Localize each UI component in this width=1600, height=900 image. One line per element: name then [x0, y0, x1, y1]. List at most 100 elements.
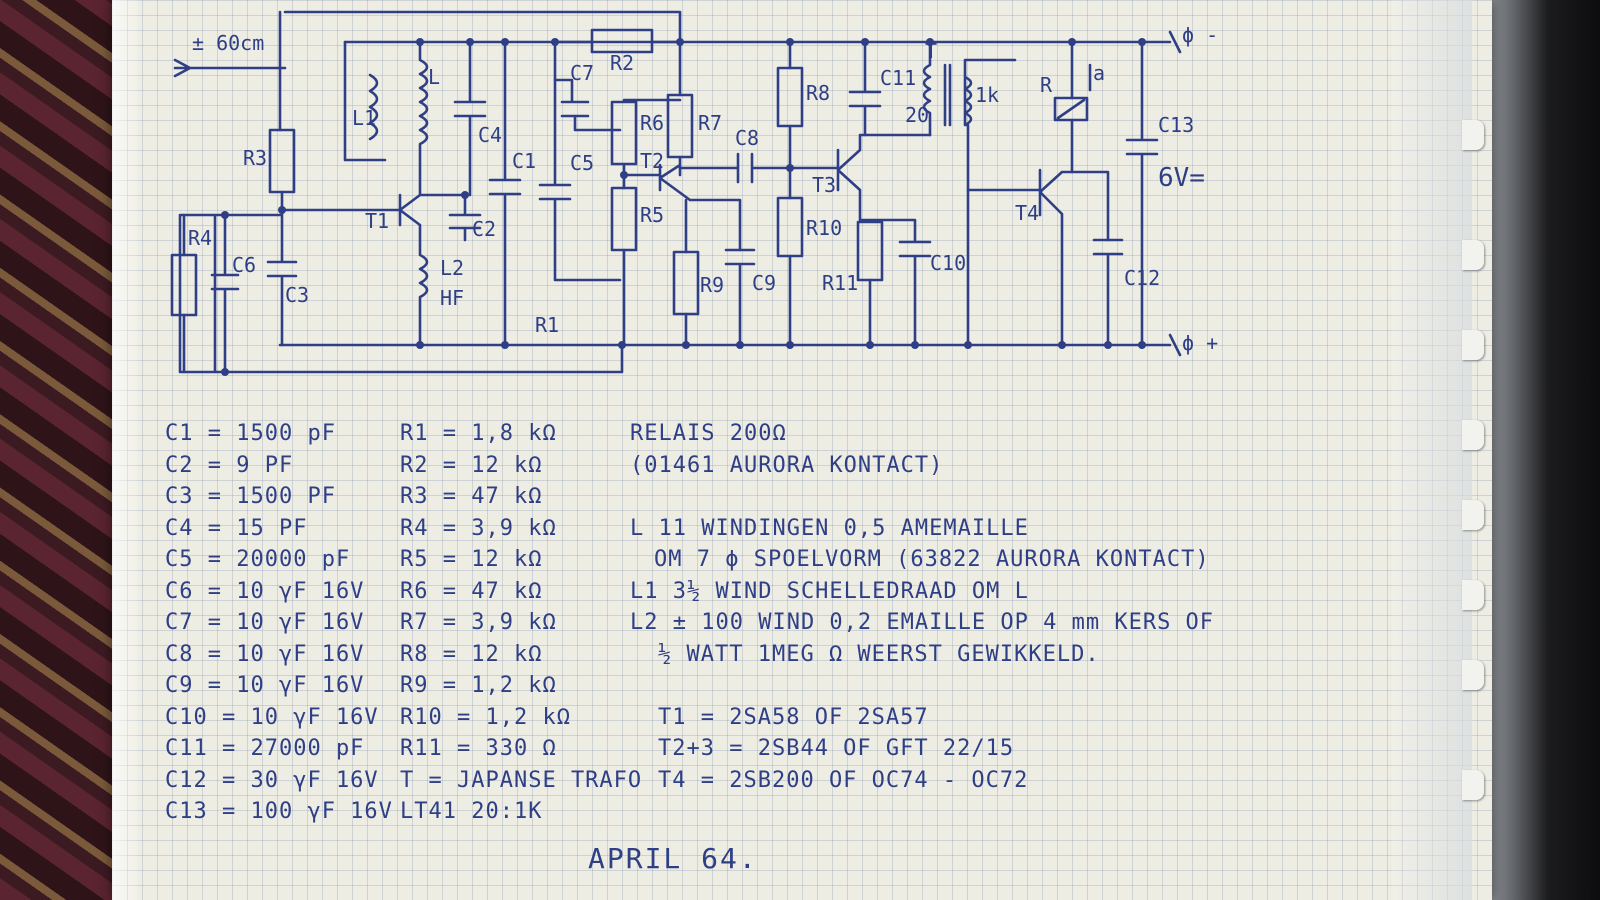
label-r: R: [1040, 73, 1053, 97]
label-r4: R4: [188, 226, 212, 250]
resistor-list: R1 = 1,8 kΩ R2 = 12 kΩ R3 = 47 kΩ R4 = 3…: [400, 418, 642, 828]
note-line: T1 = 2SA58 OF 2SA57: [658, 704, 929, 730]
circuit-schematic: ± 60cm ϕ - ϕ + 6V= 20 1k a L1 L L2 HF T …: [170, 10, 1218, 376]
label-r1: R1: [535, 313, 559, 337]
list-item: C11 = 27000 pF: [165, 736, 365, 761]
capacitor-list: C1 = 1500 pF C2 = 9 PF C3 = 1500 PF C4 =…: [165, 418, 393, 828]
antenna-wire: [173, 58, 287, 78]
binder-tab: [1462, 240, 1484, 270]
label-c10: C10: [930, 251, 966, 275]
note-line: L 11 WINDINGEN 0,5 AMEMAILLE: [630, 515, 1029, 541]
supply-plus-label: ϕ +: [1182, 331, 1218, 355]
label-c6: C6: [232, 253, 256, 277]
list-item: R7 = 3,9 kΩ: [400, 610, 557, 635]
capacitor-c6: [182, 213, 240, 374]
note-line: L1 3½ WIND SCHELLEDRAAD OM L: [630, 578, 1029, 604]
note-line: OM 7 ϕ SPOELVORM (63822 AURORA KONTACT): [654, 547, 1210, 572]
capacitor-c12: [1092, 238, 1124, 347]
label-c3: C3: [285, 283, 309, 307]
binder-tab: [1462, 120, 1484, 150]
label-t4: T4: [1015, 201, 1039, 225]
label-c13: C13: [1158, 113, 1194, 137]
list-item: R5 = 12 kΩ: [400, 547, 543, 572]
transformer-ratio-left: 20: [905, 103, 929, 127]
coil-l1: [343, 40, 387, 162]
list-item: R10 = 1,2 kΩ: [400, 704, 571, 730]
resistor-r4: [170, 253, 198, 317]
capacitor-c5: [538, 40, 622, 282]
label-r9: R9: [700, 273, 724, 297]
label-r5: R5: [640, 203, 664, 227]
binder-tab: [1462, 770, 1484, 800]
list-item: R9 = 1,2 kΩ: [400, 673, 557, 698]
binder-tab: [1462, 660, 1484, 690]
label-c1: C1: [512, 149, 536, 173]
note-line: [630, 670, 1214, 702]
list-item: C4 = 15 PF: [165, 515, 308, 541]
note-line: [630, 481, 1214, 513]
label-c9: C9: [752, 271, 776, 295]
label-l2: L2: [440, 256, 464, 280]
transistor-t3: [836, 133, 932, 242]
note-line: T4 = 2SB200 OF OC74 - OC72: [658, 767, 1029, 793]
resistor-r10: [776, 196, 804, 258]
label-r8: R8: [806, 81, 830, 105]
list-item: R2 = 12 kΩ: [400, 452, 543, 478]
plastic-sleeve-right-edge: [1392, 0, 1472, 900]
list-item: C5 = 20000 pF: [165, 547, 351, 572]
supply-terminals: [1168, 30, 1182, 357]
wire-base-t1: [266, 190, 402, 347]
label-r10: R10: [806, 216, 842, 240]
label-c8: C8: [735, 126, 759, 150]
c13-voltage-label: 6V=: [1158, 163, 1205, 193]
list-item: C13 = 100 γF 16V: [165, 799, 393, 824]
label-r3: R3: [243, 146, 267, 170]
resistor-r5: [610, 186, 638, 252]
capacitor-c1: [488, 40, 522, 347]
resistor-r11: [856, 220, 884, 282]
label-t1: T1: [365, 209, 389, 233]
plastic-sleeve-left-edge: [112, 0, 138, 900]
date-label: APRIL 64.: [588, 842, 758, 875]
background-fabric: [0, 0, 120, 900]
relay-contact-label: a: [1093, 61, 1105, 85]
list-item: R8 = 12 kΩ: [400, 641, 543, 667]
note-line: (01461 AURORA KONTACT): [630, 452, 944, 478]
bottom-rail: [178, 213, 1172, 374]
top-rail: [278, 10, 1172, 132]
label-r7: R7: [698, 111, 722, 135]
list-item: R6 = 47 kΩ: [400, 578, 543, 604]
label-c5: C5: [570, 151, 594, 175]
label-hf: HF: [440, 286, 464, 310]
label-c11: C11: [880, 66, 916, 90]
label-t2: T2: [640, 149, 664, 173]
list-item: C6 = 10 γF 16V: [165, 578, 365, 604]
list-item: T = JAPANSE TRAFO: [400, 767, 643, 793]
list-item: R1 = 1,8 kΩ: [400, 421, 557, 446]
capacitor-c4: [453, 40, 487, 197]
transformer-ratio-right: 1k: [975, 83, 999, 107]
binder-tab: [1462, 580, 1484, 610]
resistor-r3: [268, 128, 296, 194]
capacitor-c9: [684, 198, 756, 347]
resistor-r7: [666, 93, 694, 159]
list-item: C10 = 10 γF 16V: [165, 704, 379, 730]
wire-r8-r10: [788, 40, 840, 347]
capacitor-c10: [868, 240, 932, 347]
resistor-r8: [776, 66, 804, 128]
transformer-t: [922, 40, 1017, 347]
list-item: C8 = 10 γF 16V: [165, 641, 365, 667]
list-item: C9 = 10 γF 16V: [165, 673, 365, 698]
label-l1: L1: [352, 106, 376, 130]
junction-dots: [221, 38, 1146, 376]
note-line: T2+3 = 2SB44 OF GFT 22/15: [658, 736, 1015, 761]
capacitor-c7: [553, 78, 622, 132]
label-c2: C2: [472, 217, 496, 241]
label-t3: T3: [812, 173, 836, 197]
label-t: T: [925, 39, 937, 63]
transistor-t1: [398, 193, 482, 347]
paper-sheet: [112, 0, 1492, 900]
label-r11: R11: [822, 271, 858, 295]
binder-tab: [1462, 330, 1484, 360]
list-item: R4 = 3,9 kΩ: [400, 515, 557, 541]
